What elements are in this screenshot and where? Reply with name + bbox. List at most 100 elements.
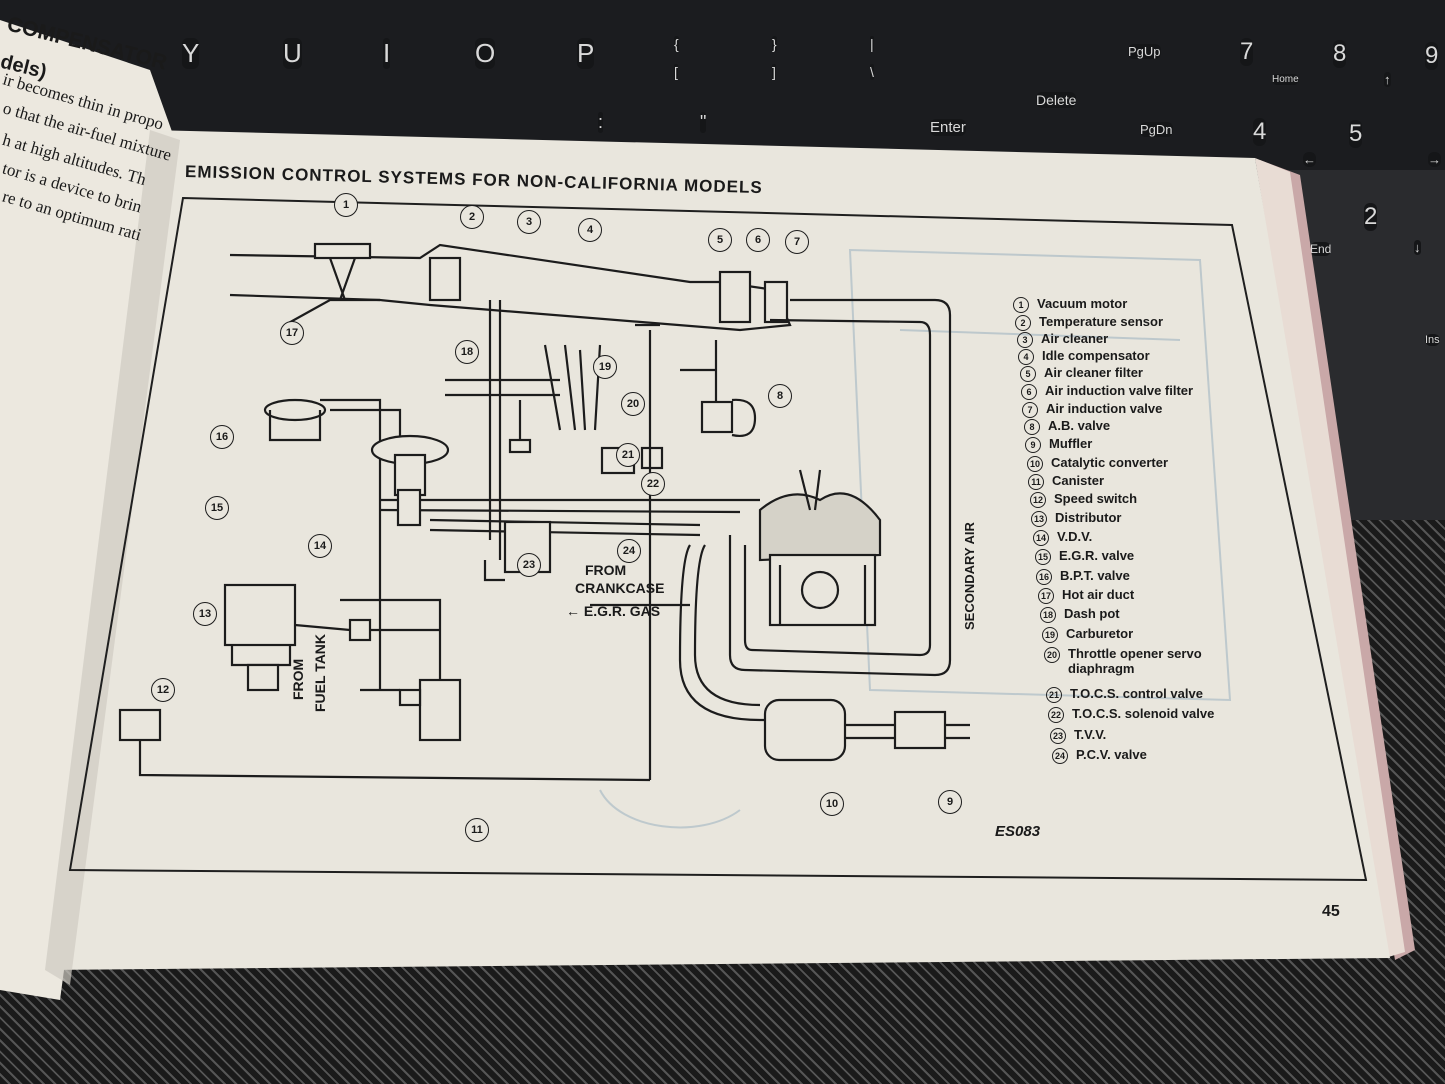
diagram-callout: 13 [193, 602, 217, 626]
legend-number: 5 [1020, 366, 1036, 382]
key-delete: Delete [1036, 92, 1077, 108]
legend-number: 18 [1040, 607, 1056, 623]
legend-label: Temperature sensor [1039, 314, 1164, 329]
legend-label: Vacuum motor [1037, 296, 1128, 311]
legend-number: 1 [1013, 297, 1029, 313]
key-u: U [283, 38, 302, 69]
legend-label: Air induction valve filter [1045, 383, 1194, 398]
key-num4: 4 [1253, 118, 1267, 146]
figure-code: ES083 [995, 823, 1041, 840]
legend-label: Carburetor [1066, 626, 1134, 641]
diagram-callout: 20 [621, 392, 645, 416]
legend-number: 21 [1046, 687, 1062, 703]
key-o: O [475, 38, 496, 69]
diagram-callout: 7 [785, 230, 809, 254]
legend-number: 4 [1018, 349, 1034, 365]
key-brace-open: { [674, 36, 679, 52]
key-num9: 9 [1425, 42, 1439, 70]
legend-item: 21 T.O.C.S. control valve [1046, 686, 1203, 703]
key-num7: 7 [1240, 38, 1254, 66]
diagram-callout: 23 [517, 553, 541, 577]
diagram-callout: 21 [616, 443, 640, 467]
key-ins: Ins [1425, 334, 1440, 346]
legend-item: 9 Muffler [1025, 436, 1092, 453]
legend-label: Speed switch [1054, 491, 1138, 506]
key-pgup: PgUp [1128, 44, 1161, 59]
legend-number: 7 [1022, 402, 1038, 418]
legend-number: 24 [1052, 748, 1068, 764]
legend-number: 15 [1035, 549, 1051, 565]
legend-item: 10 Catalytic converter [1027, 455, 1168, 472]
key-colon: : [598, 112, 604, 133]
diagram-callout: 15 [205, 496, 229, 520]
page-number: 45 [1322, 903, 1340, 920]
diagram-callout: 19 [593, 355, 617, 379]
legend-label: B.P.T. valve [1060, 568, 1130, 583]
diagram-callout: 16 [210, 425, 234, 449]
legend-number: 8 [1024, 419, 1040, 435]
arrow-down-icon: ↓ [1414, 240, 1421, 255]
legend-item: 2 Temperature sensor [1015, 314, 1163, 331]
arrow-right-icon: → [1428, 152, 1441, 167]
key-y: Y [182, 38, 200, 69]
key-enter: Enter [930, 119, 966, 136]
legend-label: Hot air duct [1062, 587, 1135, 602]
legend-item: 12 Speed switch [1030, 491, 1137, 508]
legend-item: 19 Carburetor [1042, 626, 1133, 643]
legend-number: 10 [1027, 456, 1043, 472]
legend-item: 6 Air induction valve filter [1021, 383, 1193, 400]
legend-label: Distributor [1055, 510, 1122, 525]
label-from-fuel-tank-2: FUEL TANK [312, 633, 328, 712]
legend-item: 24 P.C.V. valve [1052, 747, 1147, 764]
legend-number: 14 [1033, 530, 1049, 546]
legend-number: 6 [1021, 384, 1037, 400]
diagram-callout: 18 [455, 340, 479, 364]
legend-number: 3 [1017, 332, 1033, 348]
legend-number: 17 [1038, 588, 1054, 604]
diagram-callout: 3 [517, 210, 541, 234]
diagram-callout: 5 [708, 228, 732, 252]
legend-label: Air cleaner [1041, 331, 1109, 346]
diagram-callout: 10 [820, 792, 844, 816]
key-backslash: \ [870, 64, 874, 80]
diagram-callout: 1 [334, 193, 358, 217]
key-bracket-close: ] [772, 64, 776, 80]
key-bracket-open: [ [674, 64, 678, 80]
arrow-left-icon: ← [1303, 152, 1316, 167]
legend-number: 9 [1025, 437, 1041, 453]
legend-number: 19 [1042, 627, 1058, 643]
legend-label: T.O.C.S. control valve [1070, 686, 1203, 701]
diagram-callout: 24 [617, 539, 641, 563]
legend-label: Catalytic converter [1051, 455, 1169, 470]
legend-label: Muffler [1049, 436, 1093, 451]
legend-label: Throttle opener servo diaphragm [1068, 646, 1202, 676]
legend-item: 13 Distributor [1031, 510, 1121, 527]
legend-label: P.C.V. valve [1076, 747, 1147, 762]
key-brace-close: } [772, 36, 777, 52]
key-p: P [577, 38, 595, 69]
legend-item: 1 Vacuum motor [1013, 296, 1127, 313]
diagram-callout: 2 [460, 205, 484, 229]
legend-number: 13 [1031, 511, 1047, 527]
label-egr-gas: ← E.G.R. GAS [566, 603, 661, 619]
label-from-fuel-tank: FROM [290, 658, 306, 700]
legend-number: 2 [1015, 315, 1031, 331]
key-num5: 5 [1349, 120, 1363, 148]
legend-label: Canister [1052, 473, 1105, 488]
diagram-callout: 17 [280, 321, 304, 345]
label-secondary-air: SECONDARY AIR [962, 522, 977, 630]
diagram-callout: 9 [938, 790, 962, 814]
legend-label: Air cleaner filter [1044, 365, 1143, 380]
diagram-callout: 22 [641, 472, 665, 496]
diagram-callout: 4 [578, 218, 602, 242]
legend-label: A.B. valve [1048, 418, 1111, 433]
legend-number: 12 [1030, 492, 1046, 508]
